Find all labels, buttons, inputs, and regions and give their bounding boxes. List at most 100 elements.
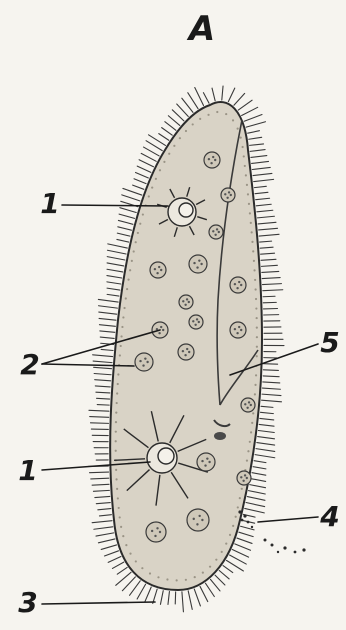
vacuole-content — [156, 272, 158, 274]
food-vacuole — [204, 152, 220, 168]
cilium — [251, 156, 267, 158]
label-1-lower: 1 — [18, 454, 37, 487]
cilium — [210, 579, 220, 591]
texture-dot — [252, 250, 254, 252]
cilium — [257, 443, 275, 446]
texture-dot — [121, 326, 123, 328]
cilium — [94, 527, 113, 529]
texture-dot — [123, 307, 125, 309]
texture-dot — [115, 421, 117, 423]
cilium — [237, 538, 252, 543]
vacuole-content — [208, 158, 210, 160]
cilium — [260, 241, 272, 242]
cilium — [188, 591, 192, 610]
texture-dot — [117, 497, 119, 499]
texture-dot — [256, 317, 258, 319]
cilium — [262, 271, 279, 272]
food-vacuole — [187, 509, 209, 531]
cilium — [257, 216, 274, 218]
cilium — [259, 228, 278, 230]
vacuole-content — [234, 328, 236, 330]
cilium — [260, 247, 273, 248]
texture-dot — [117, 383, 119, 385]
cilium — [215, 575, 225, 585]
texture-dot — [168, 153, 170, 155]
texture-dot — [256, 355, 258, 357]
texture-dot — [148, 195, 150, 197]
cilium — [91, 423, 109, 424]
texture-dot — [232, 119, 234, 121]
cilium — [122, 195, 140, 201]
texture-dot — [173, 145, 175, 147]
vacuole-content — [226, 197, 228, 199]
texture-dot — [207, 114, 209, 116]
vacuole-content — [250, 404, 252, 406]
cilium — [263, 382, 280, 383]
vacuole-content — [184, 304, 186, 306]
cilium — [123, 188, 142, 195]
texture-dot — [135, 560, 137, 562]
cilium — [205, 583, 214, 596]
cilium — [108, 244, 128, 248]
cilium — [97, 405, 109, 406]
cilium — [252, 167, 270, 169]
cilium — [262, 278, 280, 279]
vacuole-content — [139, 360, 141, 362]
leader-3 — [42, 602, 155, 604]
food-vacuole — [197, 453, 215, 471]
vacuole-content — [238, 326, 240, 328]
texture-dot — [135, 241, 137, 243]
vacuole-content — [159, 531, 161, 533]
cilium — [137, 584, 145, 599]
texture-dot — [247, 450, 249, 452]
cilium — [239, 532, 253, 536]
cilium — [182, 98, 193, 112]
cilium — [260, 418, 274, 419]
cilium — [100, 331, 115, 332]
cilium — [255, 192, 268, 193]
food-vacuole — [209, 225, 223, 239]
vacuole-content — [214, 159, 216, 161]
vacuole-content — [160, 269, 162, 271]
vacuole-content — [201, 519, 203, 521]
cilium — [244, 115, 262, 122]
cilium — [261, 253, 275, 254]
texture-dot — [122, 535, 124, 537]
texture-dot — [254, 279, 256, 281]
cilium — [107, 294, 119, 296]
cilium — [159, 134, 169, 141]
texture-dot — [256, 336, 258, 338]
vacuole-content — [196, 318, 198, 320]
vacuole-content — [210, 162, 212, 164]
texture-dot — [237, 128, 239, 130]
vacuole-content — [218, 231, 220, 233]
texture-dot — [225, 542, 227, 544]
texture-dot — [239, 497, 241, 499]
cilium — [172, 110, 184, 121]
texture-dot — [137, 232, 139, 234]
cilium — [117, 233, 130, 236]
cilium — [249, 137, 262, 139]
texture-dot — [251, 231, 253, 233]
cilium — [133, 185, 144, 189]
vacuole-content — [234, 283, 236, 285]
cilium — [107, 282, 121, 284]
texture-dot — [251, 241, 253, 243]
cilium — [117, 567, 127, 574]
cilium — [212, 88, 215, 101]
vacuole-content — [194, 324, 196, 326]
cilium — [95, 496, 110, 497]
cilium — [145, 587, 151, 602]
texture-dot — [149, 572, 151, 574]
cilium — [101, 349, 113, 350]
texture-dot — [119, 354, 121, 356]
label-3: 3 — [18, 586, 37, 619]
food-vacuole — [237, 471, 251, 485]
vacuole-content — [200, 263, 202, 265]
texture-dot — [241, 488, 243, 490]
texture-dot — [127, 279, 129, 281]
texture-dot — [116, 402, 118, 404]
vacuole-content — [246, 407, 248, 409]
texture-dot — [255, 288, 257, 290]
cilium — [258, 437, 275, 439]
